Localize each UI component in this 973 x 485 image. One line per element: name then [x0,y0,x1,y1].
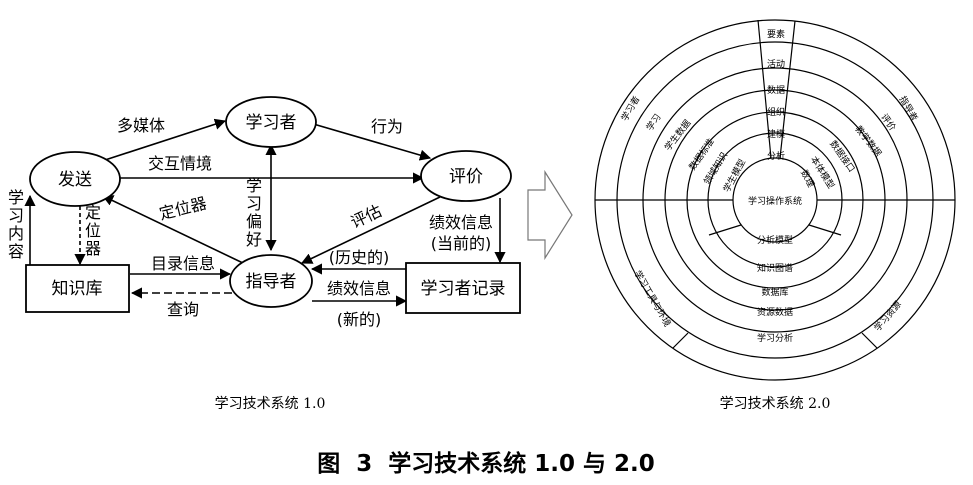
node-kb-label: 知识库 [52,279,103,299]
node-learner-label: 学习者 [246,113,297,133]
node-evaluate: 评价 [420,150,512,202]
divider-outer-bl [672,332,689,349]
label-database: 数据库 [761,286,788,298]
svg-text:容: 容 [8,242,24,261]
edge-guide-send [101,195,246,265]
label-modeling: 建模 [767,128,785,140]
label-teaching-data: 教学数据 [853,123,885,159]
svg-text:习: 习 [8,206,24,225]
edge-send-learner [104,118,227,161]
system-1-diagram: 发送 学习者 评价 知识库 指导者 学习者记录 多媒体 行为 交互情境 定位器 … [8,96,521,412]
label-analysis: 分析 [767,150,785,162]
caption-system-1: 学习技术系统 1.0 [215,396,326,412]
label-assess: 评估 [348,201,385,232]
node-records-label: 学习者记录 [421,279,506,299]
svg-text:位: 位 [85,221,101,240]
system-2-diagram [594,19,956,381]
label-resource-data: 资源数据 [757,306,793,318]
edge-evaluate-guide [300,196,441,264]
transition-arrow [527,169,573,261]
svg-text:学: 学 [8,188,24,207]
node-guide: 指导者 [229,254,313,308]
label-elements: 要素 [767,28,785,40]
label-learning: 学习 [643,111,663,133]
svg-text:偏: 偏 [246,212,262,231]
svg-text:好: 好 [246,230,262,249]
svg-text:器: 器 [85,239,101,258]
edges [24,118,506,307]
label-new: (新的) [337,310,382,329]
label-behavior: 行为 [371,117,403,136]
divider-outer-br [861,332,878,349]
label-locator: 定位器 [157,193,208,223]
svg-text:学: 学 [246,176,262,195]
label-learning-analytics: 学习分析 [757,332,793,344]
label-multimedia: 多媒体 [117,116,165,135]
figure-caption: 图 3 学习技术系统 1.0 与 2.0 [317,450,655,477]
divider-bottom-right [808,224,842,236]
label-catalog: 目录信息 [151,254,215,273]
label-perf-info: 绩效信息 [327,279,391,298]
node-send-label: 发送 [58,170,92,190]
edge-learner-evaluate [309,122,432,161]
label-knowledge-graph: 知识图谱 [757,262,793,274]
node-evaluate-label: 评价 [449,167,483,187]
label-activities: 活动 [767,58,785,70]
divider-bottom-left [708,224,742,236]
label-historical: (历史的) [329,248,390,267]
label-perf-current-2: (当前的) [431,234,492,253]
node-knowledge-base: 知识库 [25,264,130,313]
label-organize: 组织 [767,106,785,118]
svg-text:定: 定 [85,203,101,222]
label-perf-current-1: 绩效信息 [429,213,493,232]
svg-text:习: 习 [246,194,262,213]
label-learn-pref: 学 习 偏 好 [246,176,262,249]
node-send: 发送 [29,151,121,207]
svg-text:内: 内 [8,224,24,243]
divider-top-left [757,19,772,159]
label-query: 查询 [167,300,199,319]
caption-system-2: 学习技术系统 2.0 [720,396,831,412]
divider-top-right [779,20,796,159]
label-locate: 定 位 器 [85,203,101,258]
label-resources: 学习资源 [872,298,904,333]
system-2-labels: 学习操作系统 要素 活动 数据 组织 建模 分析 分析模型 知识图谱 数据库 资… [618,28,920,412]
center-label: 学习操作系统 [748,195,802,207]
label-analysis-model: 分析模型 [757,234,793,246]
node-guide-label: 指导者 [246,272,297,292]
label-learner: 学习者 [618,94,642,123]
label-guide: 指导者 [897,94,921,123]
label-data: 数据 [767,84,785,96]
node-learner: 学习者 [225,96,317,148]
label-interaction: 交互情境 [148,154,212,173]
label-learn-content: 学 习 内 容 [8,188,24,261]
node-records: 学习者记录 [405,262,521,314]
